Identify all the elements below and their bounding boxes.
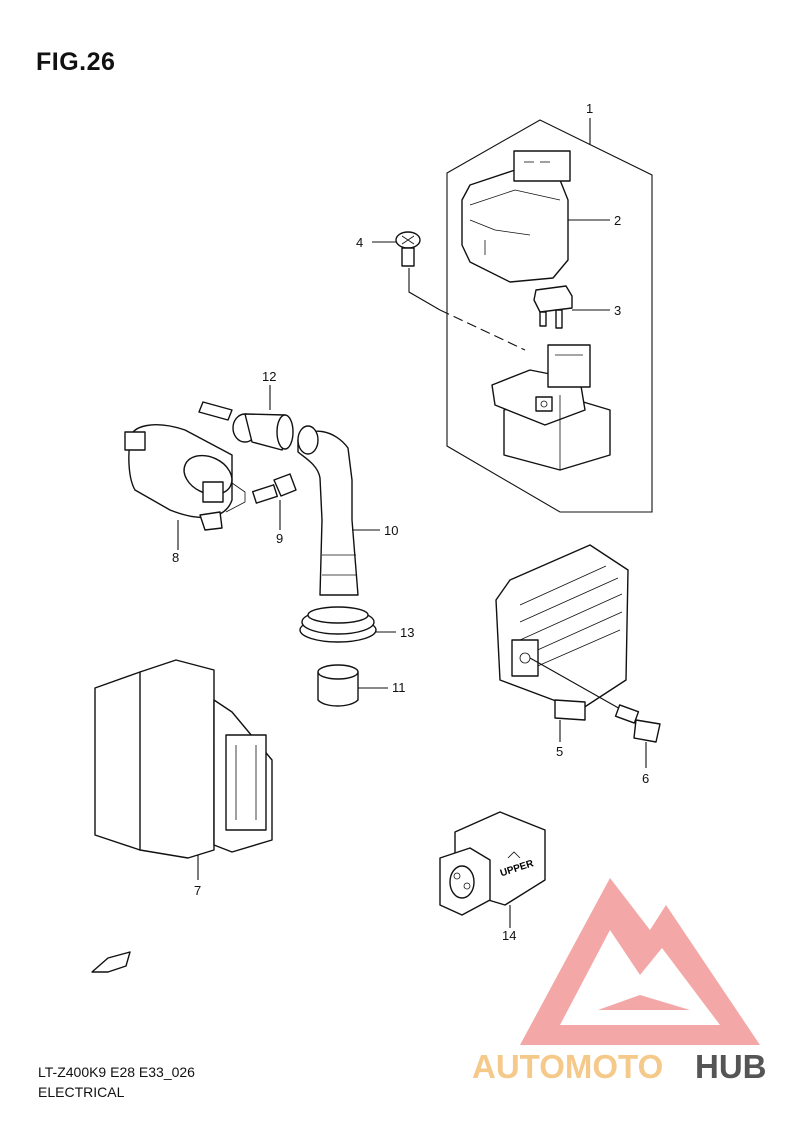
regulator-rectifier (495, 544, 629, 742)
callout-8: 8 (172, 550, 179, 565)
callout-6: 6 (642, 771, 649, 786)
callout-4: 4 (356, 235, 363, 250)
connector (439, 811, 546, 928)
spark-plug-cap (297, 425, 380, 596)
relay-cover (461, 150, 610, 283)
relay-screw (372, 231, 526, 351)
ignition-coil (76, 376, 246, 550)
callout-9: 9 (276, 531, 283, 546)
fuse (533, 285, 610, 329)
callout-13: 13 (400, 625, 414, 640)
callout-5: 5 (556, 744, 563, 759)
spark-plug-cap-seal (232, 385, 294, 451)
starter-relay-body (491, 344, 611, 471)
forward-arrow-icon (91, 951, 131, 973)
boot (317, 664, 388, 707)
callout-3: 3 (614, 303, 621, 318)
regulator-bolt (614, 704, 661, 768)
footer-model-code: LT-Z400K9 E28 E33_026 (38, 1064, 195, 1080)
callout-10: 10 (384, 523, 398, 538)
callout-2: 2 (614, 213, 621, 228)
callout-1: 1 (586, 101, 593, 116)
callout-7: 7 (194, 883, 201, 898)
callout-12: 12 (262, 369, 276, 384)
watermark-logo (520, 878, 760, 1045)
watermark-text-2: HUB (695, 1048, 767, 1085)
footer-section: ELECTRICAL (38, 1084, 125, 1100)
relay-assembly-frame (446, 118, 653, 513)
ignition-control-unit (94, 659, 273, 880)
grommet (299, 606, 396, 643)
figure-title: FIG.26 (36, 48, 116, 76)
watermark-text-1: AUTOMOTO (472, 1048, 663, 1085)
callout-14: 14 (502, 928, 516, 943)
callout-11: 11 (392, 680, 406, 695)
coil-bolt (251, 473, 297, 530)
